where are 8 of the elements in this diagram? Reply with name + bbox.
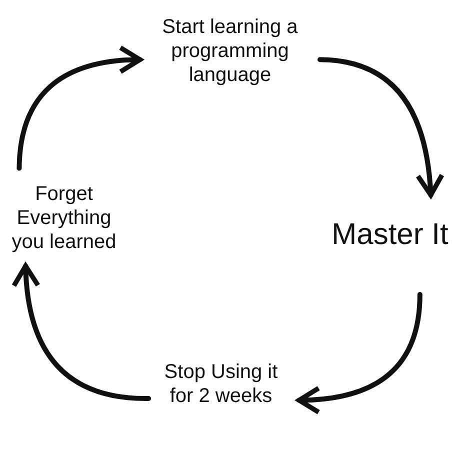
curved-arrow: [296, 292, 422, 414]
curved-arrow: [12, 263, 152, 401]
step-label: Forget Everything you learned: [10, 182, 118, 254]
step-label: Master It: [332, 217, 448, 253]
step-label: Start learning a programming language: [161, 15, 299, 87]
step-label: Stop Using it for 2 weeks: [163, 360, 279, 408]
curved-arrow: [16, 46, 142, 171]
curved-arrow: [318, 57, 444, 198]
